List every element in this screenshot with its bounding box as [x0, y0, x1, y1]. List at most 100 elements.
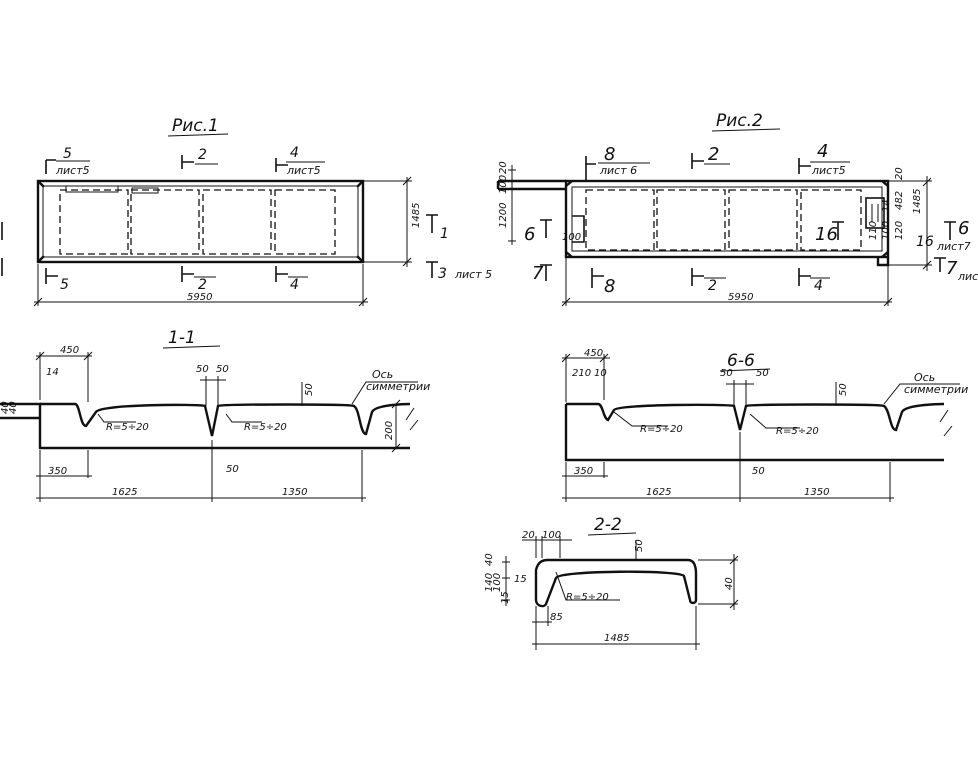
- cut-mark-4-bottom-fig2: [798, 268, 811, 286]
- panel-2-left-embed: [572, 215, 585, 243]
- cut-4-bottom-number: 4: [290, 277, 299, 293]
- cut-4-sheet-ref: лист5: [286, 164, 321, 177]
- cut-mark-16-inside: [832, 221, 844, 240]
- radius-label-66-1: R=5÷20: [640, 424, 683, 435]
- dim-50a: 50: [196, 364, 209, 375]
- panel-2-cell: [656, 189, 726, 251]
- axis-label-2: симметрии: [366, 380, 430, 393]
- panel-2-outline: [564, 179, 890, 259]
- cut-6-right-sheet-ref: лист7: [936, 240, 971, 253]
- cut-4-bottom-number-fig2: 4: [814, 278, 823, 294]
- cut-mark-6-right: [944, 221, 956, 240]
- dim-left-40a: 40: [0, 401, 11, 414]
- dim-15-22: 15: [514, 574, 527, 585]
- dim-length-lines: [33, 264, 368, 307]
- cut-1-number: 1: [440, 226, 449, 242]
- dim-length-5950: 5950: [187, 292, 212, 303]
- dim-50c: 50: [304, 383, 315, 396]
- dim-50b-66: 50: [756, 368, 769, 379]
- cut-mark-4-top: [275, 158, 288, 172]
- cut-mark-2-top-fig2: [691, 153, 704, 169]
- cut-mark-8-bottom: [591, 268, 604, 288]
- cut-5-sheet-ref: лист5: [55, 164, 90, 177]
- cut-mark-3: [426, 261, 438, 278]
- dim-width-1485: 1485: [411, 203, 422, 228]
- dim-r-110: 110: [868, 221, 879, 240]
- section-6-6-top-profile: [566, 402, 945, 432]
- dim-l-20: 20: [498, 161, 509, 174]
- cut-mark-5-bottom: [45, 268, 58, 284]
- axis-label-1: Ось: [372, 368, 393, 381]
- section-1-1-bottom-profile: [0, 402, 410, 450]
- dim-85-22: 85: [550, 612, 563, 623]
- cut-mark-1: [426, 214, 438, 233]
- cut-4-number: 4: [290, 145, 299, 161]
- cut-7-left-number: 7: [532, 263, 544, 284]
- cut-5-bottom-number: 5: [60, 277, 69, 293]
- cut-16-inside-number: 16: [815, 224, 838, 245]
- dim-10: 10: [594, 368, 607, 379]
- axis-label-66-2: симметрии: [904, 383, 968, 396]
- cut-mark-4-top-fig2: [798, 158, 811, 174]
- dim-100-22: 100: [542, 530, 561, 541]
- section-2-2-profile: [534, 558, 698, 608]
- dim-200: 200: [384, 421, 395, 440]
- section-1-1: 1-1 450 14 50 50 50 40 40 R=5÷20 R=5÷20 …: [0, 328, 430, 502]
- dim-1350-66: 1350: [804, 487, 829, 498]
- cut-mark-5-top: [45, 159, 56, 174]
- dim-left-40b: 40: [8, 401, 19, 414]
- section-1-1-top-profile: [40, 402, 411, 437]
- cut-6-right-number: 6: [958, 218, 969, 239]
- radius-label-2: R=5÷20: [244, 422, 287, 433]
- panel-1-inner-rib: [42, 185, 359, 258]
- radius-label-1: R=5÷20: [106, 422, 149, 433]
- panel-1-outline: [36, 179, 365, 264]
- dim-210: 210: [572, 368, 591, 379]
- dim-1485-22: 1485: [604, 633, 629, 644]
- cut-2-bottom-number: 2: [198, 277, 207, 293]
- radius-label-22: R=5÷20: [566, 592, 609, 603]
- cut-3-sheet-ref: лист 5: [454, 268, 492, 281]
- dim-100l-22: 100: [492, 573, 503, 592]
- cut-mark-2-bottom: [181, 266, 194, 282]
- panel-1-cell: [274, 189, 336, 255]
- figure-1-title: Рис.1: [172, 116, 219, 136]
- dim-length-lines-fig2: [561, 258, 893, 307]
- cut-7-right-number: 7: [946, 258, 958, 279]
- dim-l-100: 100: [498, 175, 509, 194]
- dim-350-66: 350: [574, 466, 593, 477]
- section-6-6-title: 6-6: [727, 351, 755, 371]
- dim-400-22: 40: [724, 577, 735, 590]
- dim-140-22: 140: [484, 573, 495, 592]
- dim-width-lines-fig2: [888, 176, 932, 271]
- section-6-6: 6-6 450 210 10 50 50 50 R=5÷20 R=5÷20 Ос…: [561, 348, 968, 502]
- dim-20-22: 20: [522, 530, 535, 541]
- cut-6-left-number: 6: [524, 224, 535, 245]
- dim-width-lines: [364, 176, 412, 267]
- dim-40-22: 40: [484, 553, 495, 566]
- dim-450: 450: [60, 345, 79, 356]
- cut-mark-2-top: [181, 155, 194, 169]
- dim-50c-66: 50: [838, 383, 849, 396]
- radius-label-66-2: R=5÷20: [776, 426, 819, 437]
- cut-mark-2-bottom-fig2: [691, 268, 704, 286]
- dim-l-100b: 100: [562, 232, 581, 243]
- figure-1-title-underline: [167, 133, 229, 137]
- cut-mark-4-bottom: [275, 266, 288, 282]
- panel-1-lifting-slot: [131, 187, 159, 194]
- cut-mark-7-left: [540, 264, 552, 281]
- dim-length-5950-fig2: 5950: [728, 292, 753, 303]
- panel-2-right-embed: [865, 197, 885, 229]
- dim-1625-66: 1625: [646, 487, 671, 498]
- section-2-2: 2-2 R=5÷20 20 100 50 40 140 100 15 15 40…: [484, 515, 739, 650]
- dim-r-14: 14: [881, 199, 892, 212]
- dim-r-482: 482: [894, 191, 905, 210]
- cut-8-bottom-number: 8: [604, 276, 615, 297]
- dim-r-20: 20: [894, 167, 905, 180]
- figure-2-plan: Рис.2 20 100 1200 100 6 7 8 лист 6: [496, 111, 978, 307]
- panel-1-lifting-slot: [65, 185, 119, 193]
- dim-50-22: 50: [634, 539, 645, 552]
- figure-1-plan: Рис.1 5 лист5 2 4 лист5 5 2: [1, 116, 492, 307]
